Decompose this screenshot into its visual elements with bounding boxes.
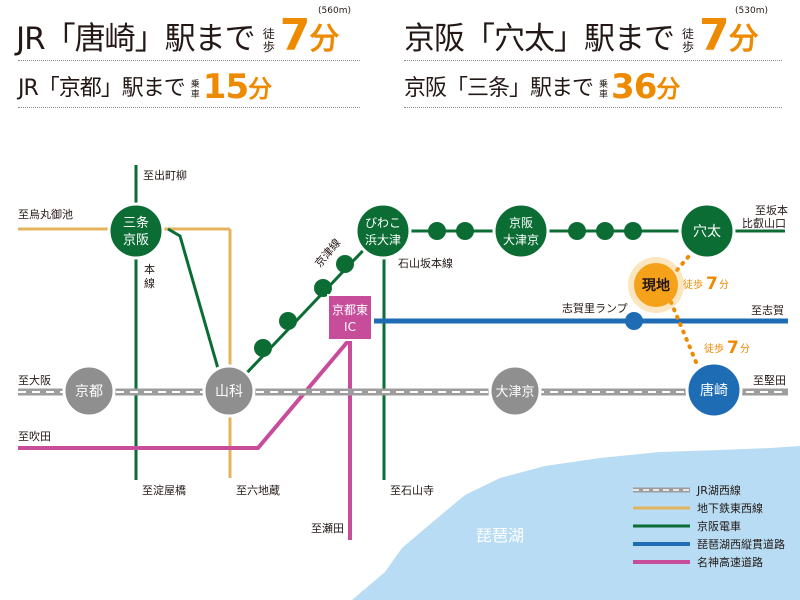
ride-label-top: 乗 <box>190 80 200 90</box>
header-right-main-prefix: 京阪「穴太」駅まで <box>404 21 675 57</box>
legend-label-road: 琵琶湖西縦貫道路 <box>697 537 785 551</box>
station-kyoto-label: 京都 <box>75 384 103 400</box>
walk-label-top: 徒 <box>682 27 694 41</box>
ic-label-line1: 京都東 <box>332 303 368 317</box>
direction-suita: 至吹田 <box>18 430 51 443</box>
station-karasaki-label: 唐崎 <box>700 382 728 399</box>
header-left-sub-unit: 分 <box>248 75 272 103</box>
station-sanjo-line1: 三条 <box>123 215 149 231</box>
header-right-main-unit: 分 <box>728 22 759 57</box>
header-left-main-value: 7 <box>279 10 311 61</box>
header-right-sub: 京阪「三条」駅まで 乗 車 36 分 <box>404 67 680 107</box>
header-right-sub-ride-label: 乗 車 <box>599 80 608 100</box>
ride-label-bottom: 車 <box>190 90 200 100</box>
walk-upper-label: 徒歩 <box>683 278 703 291</box>
walk-upper-unit: 分 <box>719 279 729 291</box>
header-right-sub-prefix: 京阪「三条」駅まで <box>404 76 594 101</box>
header-right-main-walk-label: 徒 歩 <box>682 27 694 54</box>
walking-routes <box>669 241 703 376</box>
header-left-sub-prefix: JR「京都」駅まで <box>18 76 186 101</box>
legend-label-jr: JR湖西線 <box>696 483 741 497</box>
header-left-sub-ride-label: 乗 車 <box>190 80 200 100</box>
legend-item-tozai: 地下鉄東西線 <box>633 501 763 515</box>
header-right-sub-value: 36 <box>611 67 657 107</box>
header-right-distance: (530m) <box>735 6 768 16</box>
legend-item-road: 琵琶湖西縦貫道路 <box>633 537 785 551</box>
station-anou-label: 穴太 <box>693 224 721 240</box>
direction-seta: 至瀬田 <box>311 521 344 535</box>
shigasato-ramp-marker <box>625 312 643 330</box>
legend-label-tozai: 地下鉄東西線 <box>697 501 763 515</box>
legend-label-keihan: 京阪電車 <box>697 519 741 533</box>
walk-lower-label: 徒歩 <box>704 342 724 355</box>
legend-item-keihan: 京阪電車 <box>633 519 741 533</box>
direction-demachiyanagi: 至出町柳 <box>143 168 187 182</box>
station-biwako-line2: 浜大津 <box>365 233 401 247</box>
kyoto-higashi-ic <box>327 294 373 341</box>
station-yamashina: 山科 <box>202 364 256 418</box>
line-label-ishiyama-sakamoto: 石山坂本線 <box>398 256 453 270</box>
walk-label-bottom: 歩 <box>262 40 275 54</box>
ic-label-line2: IC <box>344 320 356 334</box>
line-label-honsen-2: 線 <box>144 276 155 290</box>
direction-shiga: 至志賀 <box>751 304 784 317</box>
direction-osaka: 至大阪 <box>18 373 51 387</box>
header-left-main: JR「唐崎」駅まで 徒 歩 7 分 <box>16 10 339 61</box>
station-sanjo-line2: 京阪 <box>123 233 149 248</box>
line-label-honsen-1: 本 <box>144 262 155 276</box>
walk-lower-value: 7 <box>727 338 739 358</box>
station-biwako-line1: びわこ <box>365 216 401 230</box>
direction-sakamoto-line1: 至坂本 <box>755 203 788 217</box>
legend-label-meishin: 名神高速道路 <box>697 555 763 569</box>
lake-label: 琵琶湖 <box>476 526 524 545</box>
direction-rokujizo: 至六地蔵 <box>236 484 280 497</box>
station-keihan-otsukyo-line1: 京阪 <box>509 216 533 230</box>
header-right-rule-1 <box>404 60 782 61</box>
header-right-sub-unit: 分 <box>656 75 680 103</box>
station-yamashina-label: 山科 <box>215 384 243 400</box>
header-right-main: 京阪「穴太」駅まで 徒 歩 7 分 <box>404 10 759 61</box>
header-left-main-prefix: JR「唐崎」駅まで <box>16 21 256 57</box>
direction-karasumaoike: 至烏丸御池 <box>18 207 73 221</box>
station-keihan-otsukyo-line2: 大津京 <box>503 233 539 247</box>
legend-item-meishin: 名神高速道路 <box>633 555 763 569</box>
current-location: 現地 <box>628 257 684 313</box>
walk-upper-value: 7 <box>706 274 718 294</box>
station-sanjo-keihan: 三条 京阪 <box>107 202 165 260</box>
ride-label-bottom: 車 <box>599 90 608 100</box>
header-left-sub-value: 15 <box>202 67 249 107</box>
header-left-rule-1 <box>18 60 360 61</box>
header-left-rule-2 <box>18 107 360 108</box>
direction-yodoyabashi: 至淀屋橋 <box>142 483 186 497</box>
station-otsukyo-label: 大津京 <box>495 385 534 400</box>
meishin-expressway <box>18 338 352 540</box>
station-anou: 穴太 <box>678 202 736 260</box>
legend-item-jr: JR湖西線 <box>633 483 741 497</box>
station-biwako-hamaotsu: びわこ 浜大津 <box>354 202 412 260</box>
walk-label-bottom: 歩 <box>682 40 694 54</box>
direction-ishiyamadera: 至石山寺 <box>390 484 434 497</box>
keihan-dots <box>254 222 642 357</box>
header-left-sub: JR「京都」駅まで 乗 車 15 分 <box>18 67 272 107</box>
header-left-main-walk-label: 徒 歩 <box>262 27 275 54</box>
station-otsukyo: 大津京 <box>488 364 542 418</box>
header-right-main-value: 7 <box>699 10 730 61</box>
header-left-main-unit: 分 <box>309 22 339 57</box>
current-location-label: 現地 <box>642 277 670 294</box>
walk-label-top: 徒 <box>262 27 275 41</box>
station-kyoto: 京都 <box>62 364 116 418</box>
line-label-shigasato-ramp: 志賀里ランプ <box>562 302 628 315</box>
legend: JR湖西線 地下鉄東西線 京阪電車 琵琶湖西縦貫道路 名神高速道路 <box>633 483 785 569</box>
direction-sakamoto-line2: 比叡山口 <box>742 216 786 230</box>
station-keihan-otsukyo: 京阪 大津京 <box>492 202 550 260</box>
header-right-rule-2 <box>404 107 782 108</box>
station-karasaki: 唐崎 <box>685 361 743 419</box>
ride-label-top: 乗 <box>599 80 608 90</box>
walk-lower-unit: 分 <box>740 343 750 355</box>
direction-katata: 至堅田 <box>753 374 786 387</box>
header-left-distance: (560m) <box>318 6 351 16</box>
